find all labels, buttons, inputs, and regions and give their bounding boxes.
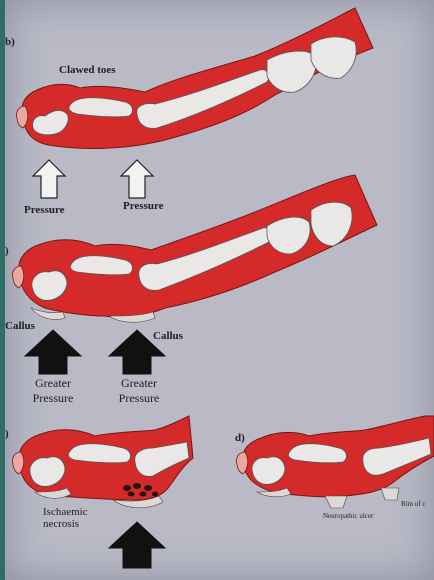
necrosis-spot [128, 492, 135, 497]
bone [267, 51, 316, 92]
pressure-label: Pressure [109, 391, 169, 406]
necrosis-spot [144, 485, 152, 491]
ischaemic-necrosis-label: Ischaemic necrosis [43, 506, 88, 530]
necrosis-spot [133, 483, 141, 489]
greater-label: Greater [23, 376, 83, 391]
pressure-label-left: Pressure [24, 204, 65, 216]
pressure-arrow-right [121, 160, 153, 198]
textbook-page: b) Clawed toes Pressure Pressure ) Callu… [5, 0, 434, 580]
panel-b-letter: b) [5, 36, 15, 48]
foot-flesh [22, 8, 373, 148]
greater-pressure-arrow-left [25, 330, 81, 374]
panel-d-letter: d) [235, 432, 245, 444]
foot-diagram-callus [12, 175, 377, 322]
necrosis-spot [152, 492, 158, 497]
foot-diagram-ischaemic [12, 416, 193, 508]
ulcer-crater [381, 488, 399, 500]
neuropathic-ulcer-label: Neuropathic ulcer [323, 512, 373, 520]
panel-e-letter: ) [5, 428, 9, 440]
greater-label: Greater [109, 376, 169, 391]
panel-c-letter: ) [5, 245, 9, 257]
foot-flesh [19, 175, 377, 318]
pressure-label: Pressure [23, 391, 83, 406]
necrosis-label: necrosis [43, 518, 88, 530]
pressure-arrow-left [33, 160, 65, 198]
clawed-toes-label: Clawed toes [59, 64, 116, 76]
greater-pressure-label-left: Greater Pressure [23, 376, 83, 406]
greater-pressure-label-right: Greater Pressure [109, 376, 169, 406]
ulcer-crater [325, 496, 347, 508]
rim-label: Rim of c [401, 500, 426, 508]
necrosis-spot [123, 485, 131, 491]
callus-label-left: Callus [5, 320, 35, 332]
necrosis-spot [140, 492, 147, 497]
greater-pressure-arrow-bottom [109, 522, 165, 568]
foot-diagram-clawed-toes [16, 8, 373, 148]
foot-diagrams [5, 0, 434, 580]
pressure-label-right: Pressure [123, 200, 164, 212]
callus-label-right: Callus [153, 330, 183, 342]
foot-diagram-neuropathic [236, 416, 434, 508]
ischaemic-label: Ischaemic [43, 506, 88, 518]
